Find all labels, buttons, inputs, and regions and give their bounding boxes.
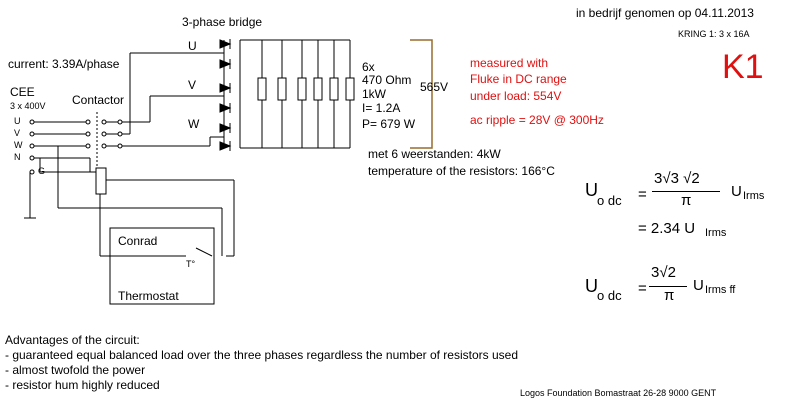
thermostat-symbol: T° <box>186 259 196 269</box>
resistor-summary: met 6 weerstanden: 4kW <box>368 147 501 161</box>
resistor-count: 6x <box>362 60 375 74</box>
kring-label: KRING 1: 3 x 16A <box>678 29 750 39</box>
thermostat-box <box>109 227 215 305</box>
ac-ripple: ac ripple = 28V @ 300Hz <box>470 113 604 127</box>
contactor-contacts <box>29 119 123 175</box>
advantage-item-2: - almost twofold the power <box>5 363 146 377</box>
resistor-bank <box>257 40 355 148</box>
bridge-title: 3-phase bridge <box>182 15 263 29</box>
footer-credit: Logos Foundation Bomastraat 26-28 9000 G… <box>520 388 717 398</box>
formula3-irms-ff-sub: Irms ff <box>705 284 736 296</box>
formula3-eq: = <box>638 280 647 297</box>
cee-title: CEE <box>10 85 35 99</box>
formula3-u-sub: o dc <box>597 288 622 303</box>
cee-voltage: 3 x 400V <box>10 101 46 111</box>
cee-pin-g: G <box>38 166 46 176</box>
cee-pin-n: N <box>14 152 21 162</box>
advantages-title: Advantages of the circuit: <box>5 333 140 347</box>
formula1-eq: = <box>638 186 647 203</box>
conrad-label: Conrad <box>118 234 158 248</box>
phase-w-label: W <box>188 117 200 131</box>
formula1-fraction-line <box>652 191 720 192</box>
measured-line-1: measured with <box>470 56 549 70</box>
thermostat-label: Thermostat <box>118 289 179 303</box>
formula3-fraction-line <box>649 286 687 287</box>
formula3-numerator: 3√2 <box>651 264 676 281</box>
formula1-denominator: π <box>681 192 692 209</box>
current-label: current: 3.39A/phase <box>8 57 120 71</box>
diodes <box>219 39 232 151</box>
resistor-power: 1kW <box>362 87 386 101</box>
resistor-temperature: temperature of the resistors: 166°C <box>368 164 555 178</box>
phase-v-label: V <box>188 78 197 92</box>
bridge-voltage: 565V <box>420 80 449 94</box>
formula1-numerator: 3√3 √2 <box>654 170 700 187</box>
formula3-u-irms: U <box>693 277 704 294</box>
formula1-u: U <box>585 180 598 200</box>
formula1-irms-sub: Irms <box>743 190 765 202</box>
voltage-bracket <box>410 39 433 149</box>
formula3-denominator: π <box>664 287 675 304</box>
formula1-u-irms: U <box>731 183 742 200</box>
resistor-dissipation: P= 679 W <box>362 117 416 131</box>
measured-line-2: Fluke in DC range <box>470 72 567 86</box>
formula1-u-sub: o dc <box>597 193 622 208</box>
advantage-item-1: - guaranteed equal balanced load over th… <box>5 348 518 362</box>
commission-date: in bedrijf genomen op 04.11.2013 <box>576 6 754 20</box>
formula3-u: U <box>585 276 598 296</box>
advantage-item-3: - resistor hum highly reduced <box>5 378 160 392</box>
phase-u-label: U <box>188 39 197 53</box>
cee-pin-u: U <box>14 116 21 126</box>
measured-line-3: under load: 554V <box>470 89 562 103</box>
contactor-label: Contactor <box>72 93 125 107</box>
cee-pin-v: V <box>14 128 21 138</box>
cee-pin-w: W <box>14 140 23 150</box>
wiring <box>24 52 235 257</box>
resistor-current: I= 1.2A <box>362 101 401 115</box>
formula2-irms-sub: Irms <box>705 227 727 239</box>
resistor-resistance: 470 Ohm <box>362 73 412 87</box>
circuit-id: K1 <box>722 48 764 86</box>
formula2-result: = 2.34 U <box>638 220 696 237</box>
